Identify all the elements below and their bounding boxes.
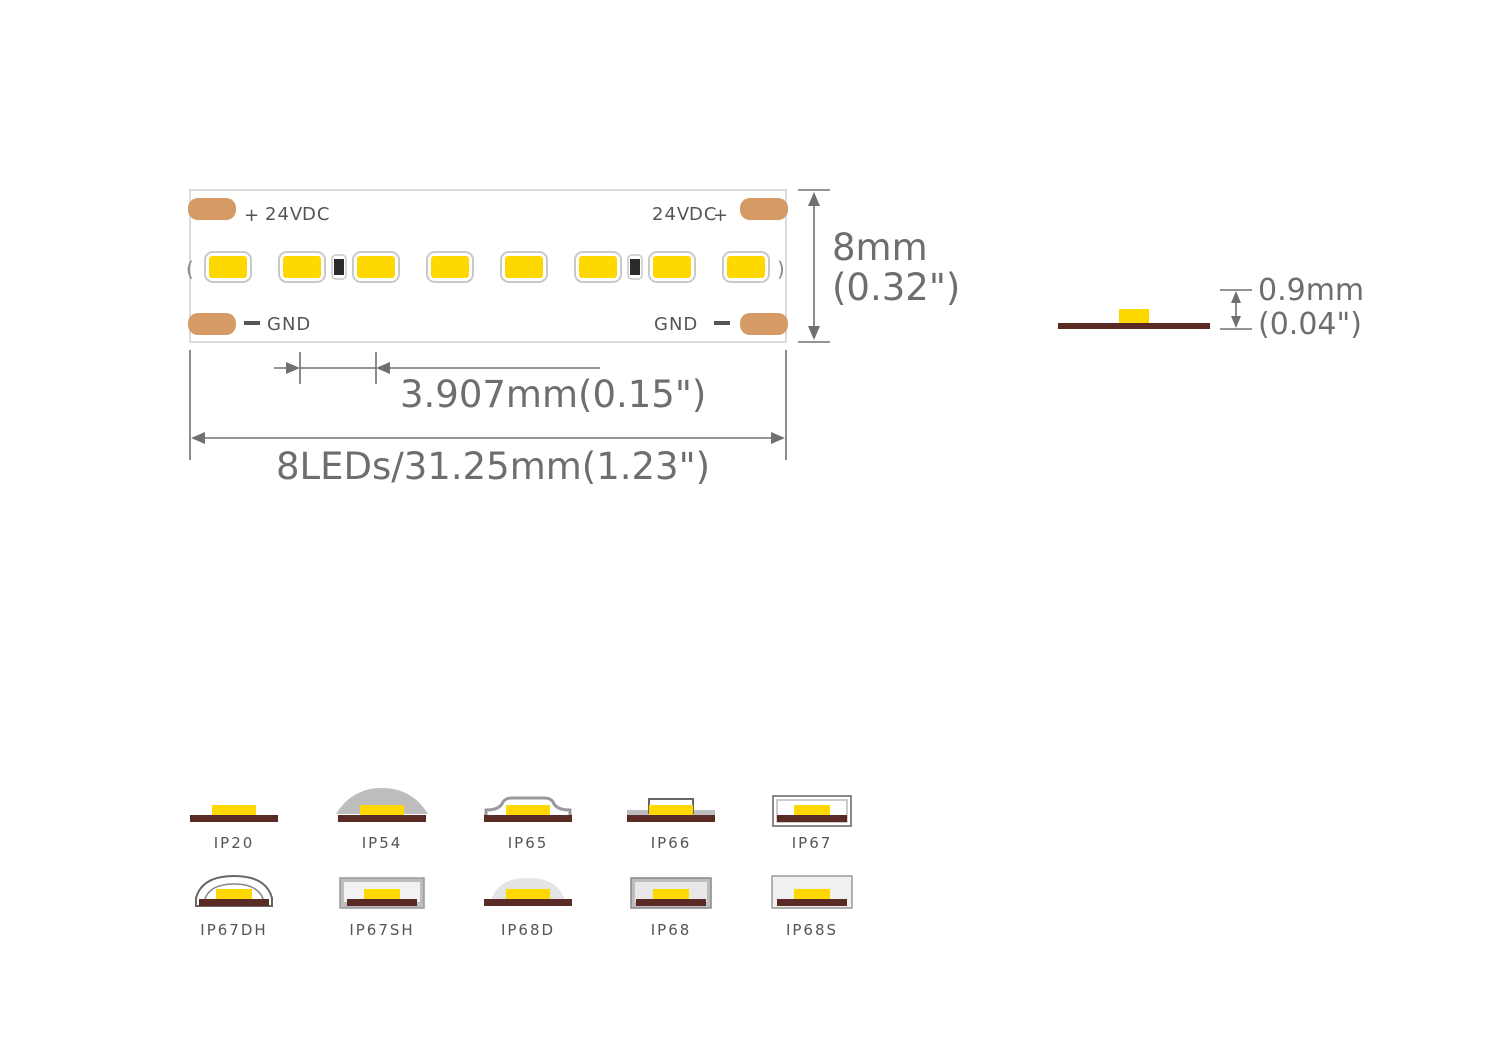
led-chip <box>648 251 696 283</box>
ip-label: IP68 <box>651 921 692 939</box>
led-chip <box>574 251 622 283</box>
resistor <box>627 254 643 280</box>
cut-mark-left: ( <box>186 257 194 281</box>
ip-icon-ip68: IP68 <box>630 877 712 939</box>
height-in-label: (0.04") <box>1258 307 1362 342</box>
ip-label: IP68S <box>786 921 838 939</box>
led-row <box>204 251 770 283</box>
cut-mark-right: ) <box>777 257 785 281</box>
segment-dimension: 8LEDs/31.25mm(1.23") <box>189 350 787 488</box>
ip-label: IP65 <box>508 834 549 852</box>
ip-icon-ip68d: IP68D <box>484 878 572 939</box>
ip-icon-ip65: IP65 <box>484 796 572 852</box>
pad-top-right <box>740 198 788 220</box>
led-chip <box>352 251 400 283</box>
pad-bottom-right <box>740 313 788 335</box>
width-dimension: 8mm (0.32") <box>798 189 960 343</box>
profile-led <box>1119 309 1149 323</box>
profile-pcb <box>1058 323 1210 329</box>
led-chip <box>278 251 326 283</box>
width-mm-label: 8mm <box>832 226 928 269</box>
ip-icon-ip67: IP67 <box>772 795 852 852</box>
pitch-dimension: 3.907mm(0.15") <box>274 352 706 416</box>
ip-icon-ip68s: IP68S <box>771 875 853 939</box>
segment-label: 8LEDs/31.25mm(1.23") <box>276 445 710 488</box>
led-chip <box>722 251 770 283</box>
ip-icon-ip67dh: IP67DH <box>195 874 273 939</box>
pad-top-left <box>188 198 236 220</box>
ip-icon-ip67sh: IP67SH <box>339 877 425 939</box>
height-mm-label: 0.9mm <box>1258 273 1364 308</box>
minus-sign-left <box>244 321 260 325</box>
led-chip <box>426 251 474 283</box>
pad-bottom-left <box>188 313 236 335</box>
ip-label: IP67 <box>792 834 833 852</box>
gnd-label-right: GND <box>654 314 698 335</box>
led-chip <box>500 251 548 283</box>
ip-label: IP68D <box>501 921 555 939</box>
pitch-label: 3.907mm(0.15") <box>400 373 706 416</box>
voltage-label-left: 24V <box>265 204 303 225</box>
ip-label: IP67SH <box>349 921 414 939</box>
minus-sign-right <box>714 321 730 325</box>
strip-top-view: ( ) + 24V DC 24V DC + GND GND <box>186 189 788 343</box>
ip-icon-ip20: IP20 <box>190 805 278 852</box>
ip-icon-ip54: IP54 <box>336 788 428 852</box>
voltage-sub-left: DC <box>302 204 330 225</box>
voltage-sub-right: DC <box>689 204 717 225</box>
side-profile: 0.9mm (0.04") <box>1058 273 1364 342</box>
ip-label: IP54 <box>362 834 403 852</box>
plus-sign-right: + <box>713 205 729 226</box>
ip-label: IP66 <box>651 834 692 852</box>
plus-sign-left: + <box>244 205 260 226</box>
width-in-label: (0.32") <box>832 266 960 309</box>
voltage-label-right: 24V <box>652 204 690 225</box>
gnd-label-left: GND <box>267 314 311 335</box>
ip-label: IP20 <box>214 834 255 852</box>
resistor <box>331 254 347 280</box>
ip-icon-ip66: IP66 <box>627 798 715 852</box>
led-chip <box>204 251 252 283</box>
ip-label: IP67DH <box>200 921 267 939</box>
